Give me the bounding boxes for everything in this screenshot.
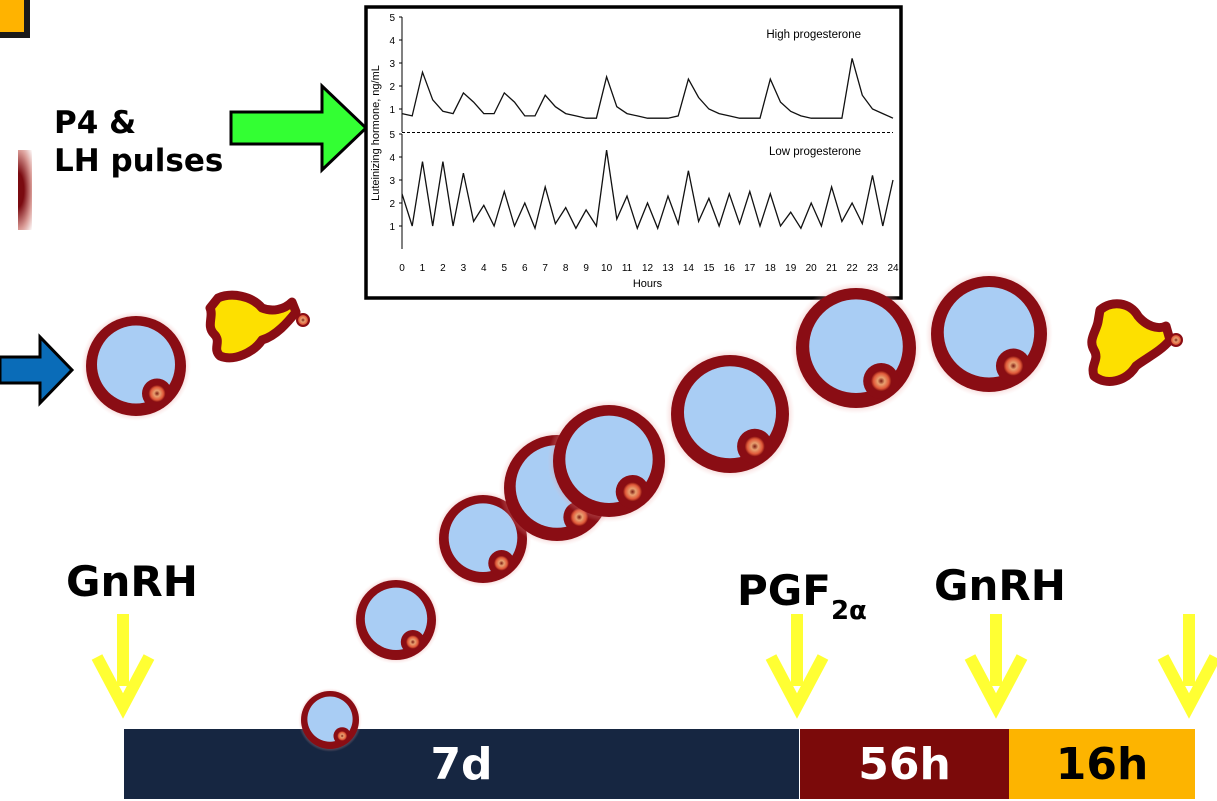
y-tick-label: 3 <box>389 59 395 70</box>
y-tick-label: 5 <box>389 13 395 24</box>
follicle-icon <box>547 399 671 523</box>
x-tick-label: 9 <box>583 263 589 274</box>
x-tick-label: 23 <box>867 263 879 274</box>
cropped-follicle-sliver <box>18 150 32 230</box>
x-tick-label: 11 <box>622 263 633 274</box>
x-tick-label: 20 <box>806 263 818 274</box>
x-tick-label: 2 <box>440 263 446 274</box>
x-tick-label: 24 <box>887 263 899 274</box>
p4-lh-label: P4 & LH pulses <box>54 104 223 180</box>
x-tick-label: 6 <box>522 263 528 274</box>
p4-lh-label-line1: P4 & <box>54 105 137 141</box>
yellow-down-arrow-icon <box>765 614 829 719</box>
y-tick-label: 4 <box>389 36 395 47</box>
timeline-label-56h: 56h <box>858 738 951 790</box>
p4-lh-label-line2: LH pulses <box>54 143 224 179</box>
y-tick-label: 4 <box>389 153 395 164</box>
x-tick-label: 5 <box>502 263 508 274</box>
corpus-luteum-icon <box>1087 299 1183 386</box>
y-tick-label: 2 <box>389 199 395 210</box>
timeline-segment-7d: 7d <box>124 729 799 799</box>
series-name-label: Low progesterone <box>769 146 861 158</box>
x-tick-label: 1 <box>420 263 426 274</box>
x-tick-label: 8 <box>563 263 569 274</box>
x-tick-label: 16 <box>724 263 736 274</box>
x-tick-label: 19 <box>785 263 797 274</box>
pgf-subscript: 2α <box>830 596 867 626</box>
lh-chart-frame <box>364 5 903 300</box>
blue-arrow-icon <box>0 333 75 407</box>
follicles <box>81 270 1053 664</box>
x-tick-label: 14 <box>683 263 695 274</box>
y-axis-label: Luteinizing hormone, ng/mL <box>370 65 382 201</box>
y-tick-label: 3 <box>389 176 395 187</box>
yellow-down-arrow-icon <box>1157 614 1217 719</box>
orange-corner-shape <box>0 0 30 38</box>
follicle-icon <box>352 576 440 664</box>
gnrh-label-1: GnRH <box>66 557 198 606</box>
pgf-label-text: PGF <box>737 566 831 615</box>
timeline-label-16h: 16h <box>1055 738 1149 790</box>
x-tick-label: 13 <box>662 263 674 274</box>
follicle-icon <box>665 349 795 479</box>
green-arrow-icon <box>229 82 369 174</box>
timeline-segment-16h: 16h <box>1009 729 1195 799</box>
y-tick-label: 1 <box>389 222 395 233</box>
y-tick-label: 5 <box>389 130 395 141</box>
series-name-label: High progesterone <box>766 29 861 41</box>
y-tick-label: 2 <box>389 82 395 93</box>
timeline-label-7d: 7d <box>430 738 493 790</box>
x-tick-label: 4 <box>481 263 487 274</box>
x-tick-label: 0 <box>399 263 405 274</box>
series-line-low-progesterone <box>401 150 894 231</box>
x-tick-label: 17 <box>744 263 756 274</box>
x-axis-label: Hours <box>633 278 663 290</box>
x-tick-label: 10 <box>601 263 613 274</box>
pgf2a-label: PGF2α <box>737 566 867 626</box>
x-tick-label: 18 <box>765 263 777 274</box>
follicle-icon <box>81 311 191 421</box>
yellow-down-arrow-icon <box>91 614 155 719</box>
yellow-down-arrow-icon <box>964 614 1028 719</box>
follicle-icon <box>925 270 1053 398</box>
x-tick-label: 3 <box>461 263 467 274</box>
x-tick-label: 7 <box>542 263 548 274</box>
yellow-arrows <box>91 614 1217 719</box>
timeline-segment-56h: 56h <box>800 729 1009 799</box>
series-line-high-progesterone <box>401 58 894 119</box>
y-tick-label: 1 <box>389 105 395 116</box>
follicle-icon <box>790 282 922 414</box>
x-tick-label: 22 <box>847 263 859 274</box>
x-tick-label: 21 <box>826 263 838 274</box>
gnrh-label-2: GnRH <box>934 561 1066 610</box>
corpus-luteum-icon <box>205 290 310 363</box>
x-tick-label: 12 <box>642 263 654 274</box>
x-tick-label: 15 <box>703 263 715 274</box>
